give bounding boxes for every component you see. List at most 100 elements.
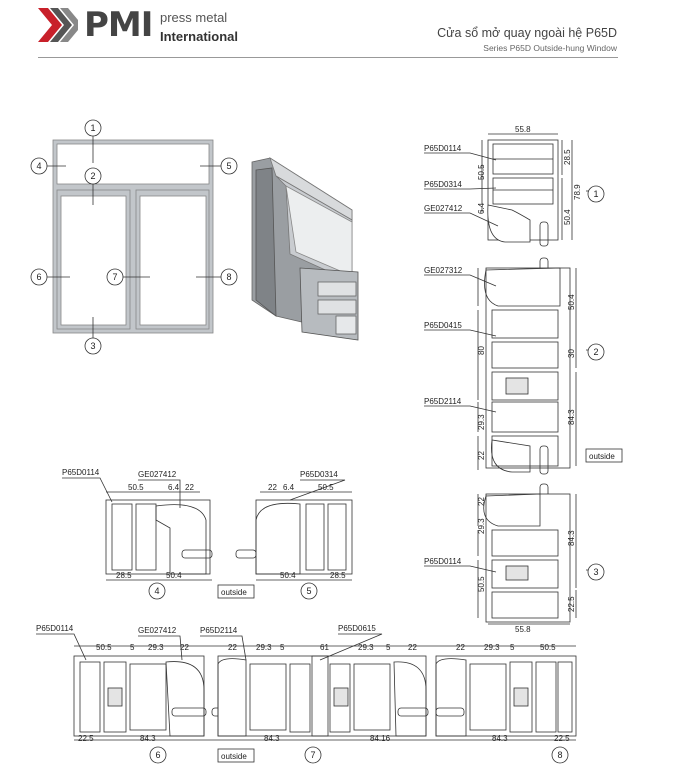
callout-8-label: 8: [226, 272, 231, 282]
dim-label: 50.5: [128, 483, 144, 492]
dim-label: 80: [477, 346, 486, 355]
section-4-labels: P65D0114 GE027412 50.5 6.4 22 28.5 50.4: [62, 468, 194, 580]
page-title: Cửa sổ mở quay ngoài hệ P65D: [437, 26, 617, 40]
callout-8b: [551, 746, 569, 764]
dim-label: 22: [268, 483, 277, 492]
dim-label: 5: [386, 643, 391, 652]
dim-label: 50.4: [166, 571, 182, 580]
callout-4b: [148, 582, 166, 600]
callout-5b-label: 5: [306, 586, 311, 596]
right-profile-section: [424, 133, 596, 625]
page-header: PMI press metal International Cửa sổ mở …: [0, 0, 674, 60]
dim-label: 84.3: [492, 734, 508, 743]
code-label: P65D2114: [424, 397, 462, 406]
dim-label: 78.9: [573, 184, 582, 200]
callout-4: [30, 157, 48, 175]
code-label: P65D0114: [36, 624, 74, 633]
dim-label: 5: [280, 643, 285, 652]
section-4: [62, 477, 213, 581]
code-label: P65D2114: [200, 626, 238, 635]
brand-line-1: press metal: [160, 10, 228, 25]
profile-render: [251, 157, 359, 341]
dim-label: 6.4: [477, 202, 486, 214]
callout-3: [84, 337, 102, 355]
code-label: P65D0114: [424, 557, 462, 566]
dim-label: 28.5: [330, 571, 346, 580]
callout-1: [84, 119, 102, 137]
callout-4-label: 4: [36, 161, 41, 171]
dim-label: 5: [130, 643, 135, 652]
dim-label: 22: [185, 483, 194, 492]
dim-label: 50.5: [96, 643, 112, 652]
dim-label: 30: [567, 349, 576, 358]
callout-2: [84, 167, 102, 185]
code-label: GE027412: [138, 470, 177, 479]
callout-circles: [30, 119, 605, 764]
callout-labels: 1 2 3 4 5 6 7 8 1 2 3 4 5 6 7 8: [36, 123, 598, 760]
svg-text:outside: outside: [221, 752, 247, 761]
callout-4b-label: 4: [154, 586, 159, 596]
dim-label: 84.3: [567, 530, 576, 546]
code-label: P65D0114: [424, 144, 462, 153]
callout-5: [220, 157, 238, 175]
code-label: P65D0114: [62, 468, 100, 477]
dim-label: 22: [456, 643, 465, 652]
page-subtitle: Series P65D Outside-hung Window: [483, 43, 617, 53]
callout-6-label: 6: [36, 272, 41, 282]
dim-label: 84.3: [567, 409, 576, 425]
dim-label: 22: [477, 497, 486, 506]
code-label: P65D0415: [424, 321, 462, 330]
dim-label: 5: [510, 643, 515, 652]
callout-8: [220, 268, 238, 286]
dim-label: 29.3: [484, 643, 500, 652]
dim-label: 50.5: [477, 576, 486, 592]
dim-label: 22: [408, 643, 417, 652]
callout-5-label: 5: [226, 161, 231, 171]
dim-label: 50.5: [540, 643, 556, 652]
dim-label: 50.4: [563, 209, 572, 225]
dim-label: 84.3: [140, 734, 156, 743]
callout-3b: [587, 563, 605, 581]
dim-label: 29.3: [477, 414, 486, 430]
dim-label: 84.16: [370, 734, 391, 743]
dim-label: 28.5: [116, 571, 132, 580]
svg-text:outside: outside: [589, 452, 615, 461]
dim-label: 29.3: [477, 518, 486, 534]
callout-3-label: 3: [90, 341, 95, 351]
callout-2b-label: 2: [593, 347, 598, 357]
dim-label: 28.5: [563, 149, 572, 165]
dim-label: 22: [477, 451, 486, 460]
dim-label: 50.5: [318, 483, 334, 492]
code-label: GE027412: [138, 626, 177, 635]
dim-label: 84.3: [264, 734, 280, 743]
dim-label: 50.4: [567, 294, 576, 310]
dim-label: 22.5: [78, 734, 94, 743]
dim-label: 22: [180, 643, 189, 652]
callout-7b-label: 7: [310, 750, 315, 760]
callout-6b: [149, 746, 167, 764]
callout-1-label: 1: [90, 123, 95, 133]
svg-text:outside: outside: [221, 588, 247, 597]
callout-2-label: 2: [90, 171, 95, 181]
callout-8b-label: 8: [557, 750, 562, 760]
dim-label: 6.4: [168, 483, 180, 492]
dim-label: 29.3: [148, 643, 164, 652]
callout-7: [106, 268, 124, 286]
window-elevation: [46, 136, 222, 338]
dim-label: 55.8: [515, 125, 531, 134]
callout-5b: [300, 582, 318, 600]
callout-6b-label: 6: [155, 750, 160, 760]
callout-1b-label: 1: [593, 189, 598, 199]
dim-label: 29.3: [256, 643, 272, 652]
code-label: GE027312: [424, 266, 463, 275]
dim-label: 50.4: [280, 571, 296, 580]
right-profile-labels: P65D0114 P65D0314 GE027412 GE027312 P65D…: [424, 125, 582, 634]
section-5-labels: P65D0314 22 6.4 50.5 50.4 28.5: [268, 470, 346, 580]
dim-label: 22.5: [567, 596, 576, 612]
brand-line-2: International: [160, 29, 239, 44]
header-divider: [38, 57, 618, 58]
bottom-section: [36, 633, 577, 741]
callout-2b: [587, 343, 605, 361]
dim-label: 22: [228, 643, 237, 652]
